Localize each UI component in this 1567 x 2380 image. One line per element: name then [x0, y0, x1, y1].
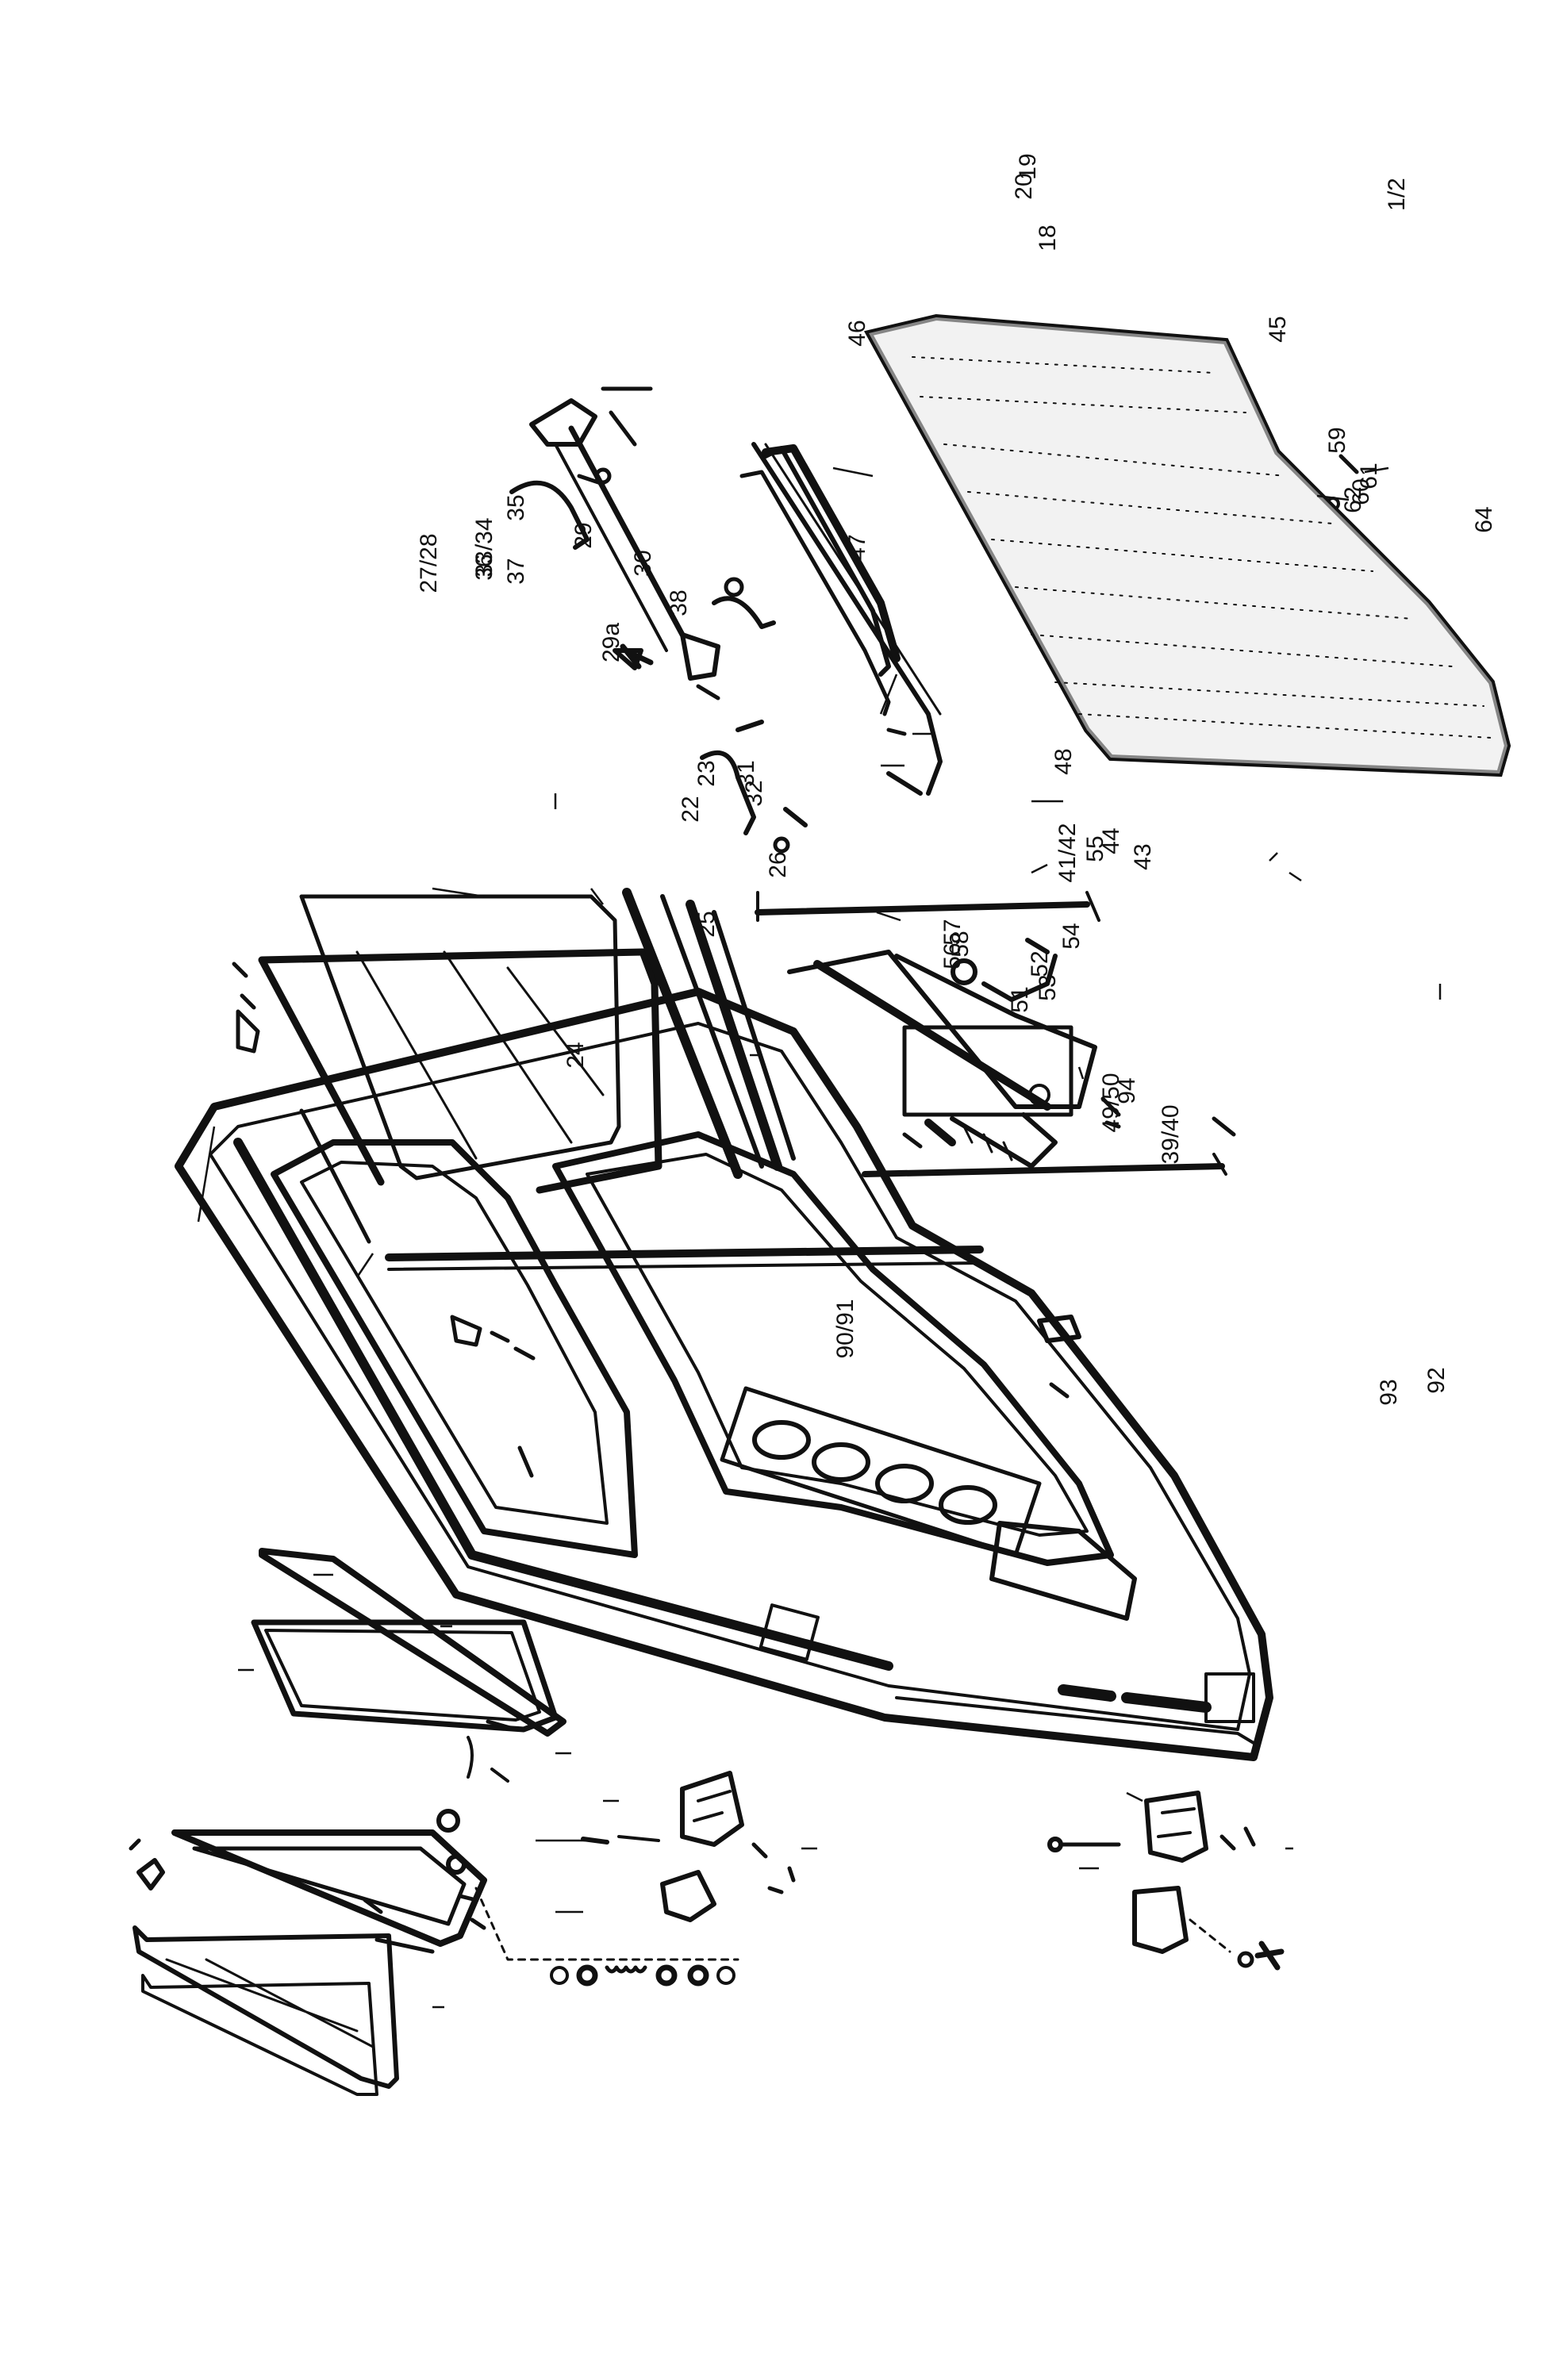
part-label: 26 — [765, 851, 791, 877]
part-label: 61 — [1356, 463, 1382, 489]
part-label: 29 — [570, 522, 597, 548]
part-label: 33/34 — [471, 517, 497, 577]
part-label: 36 — [471, 554, 497, 580]
part-label: 38 — [666, 589, 692, 616]
part-label: 56 — [939, 942, 966, 969]
part-label: 93 — [1376, 1379, 1402, 1405]
part-label: 30 — [630, 550, 656, 576]
part-label: 41/42 — [1054, 823, 1081, 882]
part-label: 58 — [947, 931, 974, 957]
part-label: 18 — [1035, 225, 1061, 251]
part-label: 19 — [1015, 153, 1041, 179]
part-label: 1/2 — [1384, 178, 1410, 211]
part-label: 49/50 — [1098, 1073, 1124, 1132]
part-label: 22 — [678, 796, 704, 822]
part-label: 51 — [1007, 986, 1033, 1012]
part-label: 44 — [1098, 827, 1124, 854]
part-label: 23 — [693, 760, 720, 786]
vent-window-assembly — [129, 1548, 739, 2096]
lock-linkage — [509, 386, 776, 681]
part-label: 59 — [1324, 427, 1350, 453]
door-speaker-plate — [720, 1386, 1042, 1557]
part-number-labels: 1/23/45/67/89/10111213141516171819202223… — [416, 153, 1567, 1405]
leader-lines — [197, 466, 1442, 2009]
part-label: 32 — [741, 780, 767, 806]
window-regulator — [787, 938, 1097, 1169]
part-label: 39/40 — [1158, 1104, 1184, 1164]
part-label: 27/28 — [416, 533, 442, 593]
weatherstrips — [739, 444, 901, 716]
part-label: 24 — [563, 1042, 589, 1068]
guide-channels — [299, 888, 984, 1271]
door-shell — [175, 988, 1273, 1761]
part-label: 60 — [1348, 478, 1374, 505]
part-label: 48 — [1050, 748, 1077, 774]
part-label: 43 — [1130, 843, 1156, 869]
part-label: 47 — [844, 534, 870, 560]
part-label: 54 — [1058, 923, 1085, 949]
part-label: 53 — [1035, 974, 1061, 1000]
part-label: 46 — [844, 320, 870, 346]
part-label: 37 — [503, 558, 529, 584]
small-hardware — [232, 442, 1359, 1478]
part-label: 55 — [1082, 835, 1108, 862]
part-label: 92 — [1423, 1367, 1450, 1393]
window-glass — [258, 894, 663, 1194]
part-label: 90/91 — [832, 1299, 858, 1358]
part-label: 35 — [503, 494, 529, 520]
part-label: 62 — [1340, 486, 1366, 512]
part-label: 94 — [1114, 1077, 1140, 1104]
vent-pivot-stack — [474, 1887, 739, 1987]
support-rails — [755, 891, 1227, 1177]
door-trim-panel — [863, 313, 1511, 777]
part-label: 29a — [598, 623, 624, 662]
part-label: 20 — [1011, 173, 1037, 199]
part-label: 57 — [939, 919, 966, 945]
door-hinges — [581, 1771, 1285, 1971]
part-label: 52 — [1027, 950, 1053, 977]
part-label: 45 — [1265, 316, 1291, 342]
part-label: 31 — [733, 760, 759, 786]
part-label: 25 — [693, 911, 720, 937]
part-label: 64 — [1471, 506, 1497, 532]
